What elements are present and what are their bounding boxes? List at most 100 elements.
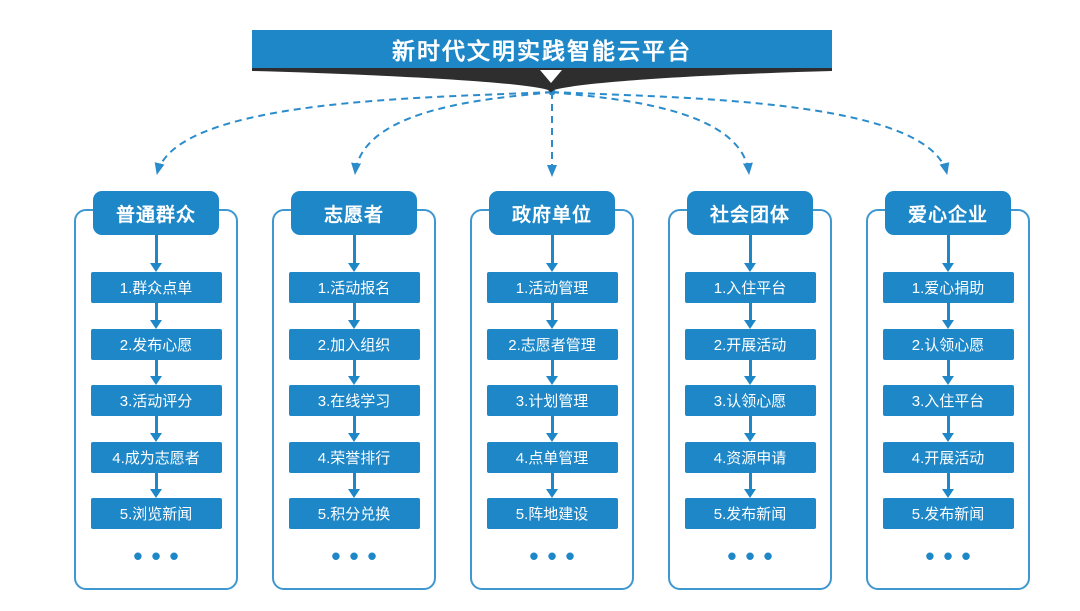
arrow-head-icon	[150, 376, 162, 385]
column-steps: 1.爱心捐助 2.认领心愿 3.入住平台 4.开展活动 5.发布新闻	[866, 235, 1030, 529]
swoosh-shape	[252, 68, 832, 93]
arrow-stem	[154, 235, 158, 263]
down-arrow	[942, 303, 954, 329]
step-box: 1.群众点单	[90, 272, 222, 303]
role-header: 志愿者	[291, 191, 417, 235]
down-arrow	[744, 416, 756, 442]
step-label: 3.认领心愿	[713, 393, 787, 410]
down-arrow	[546, 416, 558, 442]
arrow-stem	[154, 416, 158, 433]
arrow-stem	[748, 235, 752, 263]
step-box: 5.发布新闻	[684, 498, 816, 529]
step-label: 2.加入组织	[317, 336, 391, 354]
down-arrow	[546, 303, 558, 329]
platform-title-banner: 新时代文明实践智能云平台	[252, 30, 832, 68]
arrow-stem	[550, 416, 554, 433]
column-steps: 1.活动报名 2.加入组织 3.在线学习 4.荣誉排行 5.积分兑换	[272, 235, 436, 529]
role-header: 政府单位	[489, 191, 615, 235]
step-label: 5.积分兑换	[317, 506, 391, 523]
platform-title: 新时代文明实践智能云平台	[392, 38, 692, 64]
step-label: 2.志愿者管理	[508, 336, 596, 354]
step-label: 4.成为志愿者	[112, 449, 200, 467]
step-label: 1.爱心捐助	[911, 280, 985, 297]
step-box: 2.志愿者管理	[486, 328, 618, 360]
arrow-head-icon	[744, 432, 756, 442]
connector-to-column-2	[351, 91, 553, 175]
arrow-head-icon	[150, 432, 162, 442]
arrow-head-icon	[546, 489, 558, 498]
arrow-head-icon	[348, 319, 360, 329]
arrow-stem	[550, 235, 554, 263]
step-box: 4.成为志愿者	[90, 441, 222, 473]
role-header: 普通群众	[93, 191, 219, 235]
step-label: 4.开展活动	[911, 449, 985, 467]
step-box: 3.在线学习	[288, 385, 420, 416]
step-label: 4.资源申请	[713, 449, 787, 467]
step-box: 5.浏览新闻	[90, 498, 222, 529]
arrow-stem	[946, 235, 950, 263]
step-label: 2.认领心愿	[911, 336, 985, 354]
arrow-head-icon	[744, 376, 756, 385]
arrow-head-icon	[942, 263, 954, 272]
column-steps: 1.入住平台 2.开展活动 3.认领心愿 4.资源申请 5.发布新闻	[668, 235, 832, 529]
role-header-label: 政府单位	[511, 204, 592, 226]
step-box: 2.认领心愿	[882, 328, 1014, 360]
role-header: 爱心企业	[885, 191, 1011, 235]
step-box: 4.荣誉排行	[288, 441, 420, 473]
down-arrow	[348, 303, 360, 329]
step-label: 3.入住平台	[911, 393, 985, 410]
arrow-head-icon	[546, 432, 558, 442]
arrow-head-icon	[348, 263, 360, 272]
ellipsis-dots: •••	[331, 541, 386, 571]
step-box: 2.加入组织	[288, 328, 420, 360]
connector-to-column-5	[551, 91, 950, 175]
down-arrow	[348, 359, 360, 385]
arrow-stem	[550, 303, 554, 320]
down-arrow	[150, 235, 162, 272]
arrow-stem	[352, 359, 356, 376]
step-box: 3.计划管理	[486, 385, 618, 416]
arrow-head-icon	[942, 319, 954, 329]
arrow-head-icon	[150, 263, 162, 272]
step-label: 1.入住平台	[713, 280, 787, 297]
role-column: 政府单位 1.活动管理 2.志愿者管理 3.计划管理 4.点单管理 5.阵地建设…	[470, 191, 634, 590]
step-box: 1.活动管理	[486, 272, 618, 303]
arrow-head-icon	[546, 263, 558, 272]
down-arrow	[942, 235, 954, 272]
down-arrow	[744, 472, 756, 498]
down-arrow	[942, 359, 954, 385]
arrow-stem	[946, 416, 950, 433]
step-box: 5.积分兑换	[288, 498, 420, 529]
role-header-label: 爱心企业	[907, 204, 988, 226]
down-arrow	[150, 303, 162, 329]
arrow-head-icon	[942, 489, 954, 498]
arrow-stem	[352, 235, 356, 263]
down-arrow	[942, 416, 954, 442]
step-label: 3.在线学习	[317, 393, 391, 410]
arrow-stem	[946, 303, 950, 320]
step-label: 3.计划管理	[515, 393, 589, 410]
connector-to-column-1	[154, 91, 553, 175]
role-column: 爱心企业 1.爱心捐助 2.认领心愿 3.入住平台 4.开展活动 5.发布新闻 …	[866, 191, 1030, 590]
step-box: 3.活动评分	[90, 385, 222, 416]
step-box: 1.爱心捐助	[882, 272, 1014, 303]
step-label: 5.阵地建设	[515, 506, 589, 523]
down-arrow	[348, 235, 360, 272]
step-box: 4.资源申请	[684, 441, 816, 473]
arrow-stem	[550, 359, 554, 376]
arrow-stem	[352, 472, 356, 489]
down-triangle-icon	[540, 70, 562, 83]
arrow-head-icon	[348, 489, 360, 498]
arrow-head-icon	[942, 432, 954, 442]
arrow-stem	[154, 472, 158, 489]
role-header-label: 志愿者	[323, 204, 384, 226]
step-box: 1.入住平台	[684, 272, 816, 303]
step-box: 4.点单管理	[486, 441, 618, 473]
arrow-stem	[748, 303, 752, 320]
role-column: 志愿者 1.活动报名 2.加入组织 3.在线学习 4.荣誉排行 5.积分兑换 •…	[272, 191, 436, 590]
arrow-stem	[550, 472, 554, 489]
down-arrow	[942, 472, 954, 498]
arrow-stem	[352, 303, 356, 320]
arrow-head-icon	[150, 489, 162, 498]
